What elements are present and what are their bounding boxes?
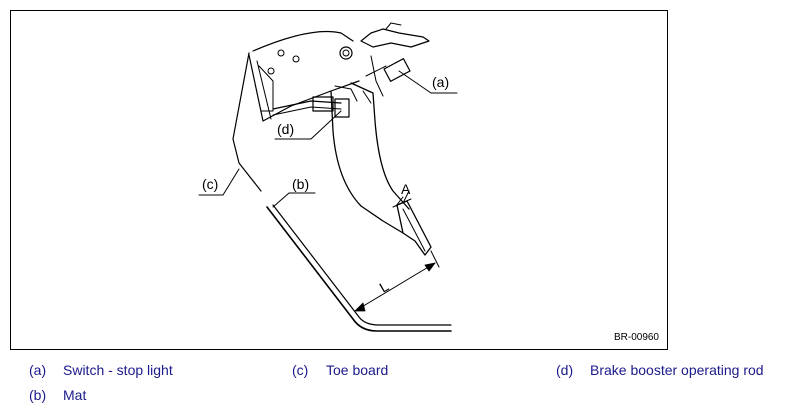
brake-pedal-arm: [330, 82, 410, 234]
legend-code: (a): [29, 362, 47, 378]
legend-item-c: (c) Toe board: [292, 362, 388, 378]
pedal-bracket: [248, 46, 360, 122]
pedal-pad: [396, 200, 432, 256]
label-d: (d): [277, 121, 294, 137]
label-a: (a): [432, 74, 449, 90]
legend-text: Toe board: [326, 362, 389, 378]
legend-item-a: (a) Switch - stop light: [29, 362, 173, 378]
dimension-L: [354, 250, 440, 312]
label-b: (b): [292, 176, 309, 192]
legend-code: (c): [292, 362, 309, 378]
toe-board: [232, 52, 262, 192]
legend-text: Mat: [63, 387, 87, 403]
legend-code: (d): [556, 362, 574, 378]
label-c: (c): [202, 176, 218, 192]
legend-text: Switch - stop light: [63, 362, 173, 378]
stop-light-switch: [360, 22, 430, 97]
leader-a: [398, 70, 458, 94]
brake-pedal-diagram: (a) (b) (c) (d) A L: [198, 22, 458, 332]
dimension-label-A: A: [401, 181, 411, 197]
legend-text: Brake booster operating rod: [590, 362, 764, 378]
figure-id: BR-00960: [613, 332, 659, 343]
dimension-label-L: L: [377, 278, 392, 296]
leader-c: [198, 168, 240, 196]
brake-booster-operating-rod: [272, 85, 358, 118]
legend-item-b: (b) Mat: [29, 387, 86, 403]
legend-item-d: (d) Brake booster operating rod: [556, 362, 764, 378]
mat: [266, 204, 452, 332]
leader-b: [272, 192, 316, 208]
diagram-frame: (a) (b) (c) (d) A L BR-00960: [10, 10, 668, 350]
leader-d: [274, 110, 342, 140]
dimension-A: [392, 190, 412, 208]
legend-code: (b): [29, 387, 47, 403]
